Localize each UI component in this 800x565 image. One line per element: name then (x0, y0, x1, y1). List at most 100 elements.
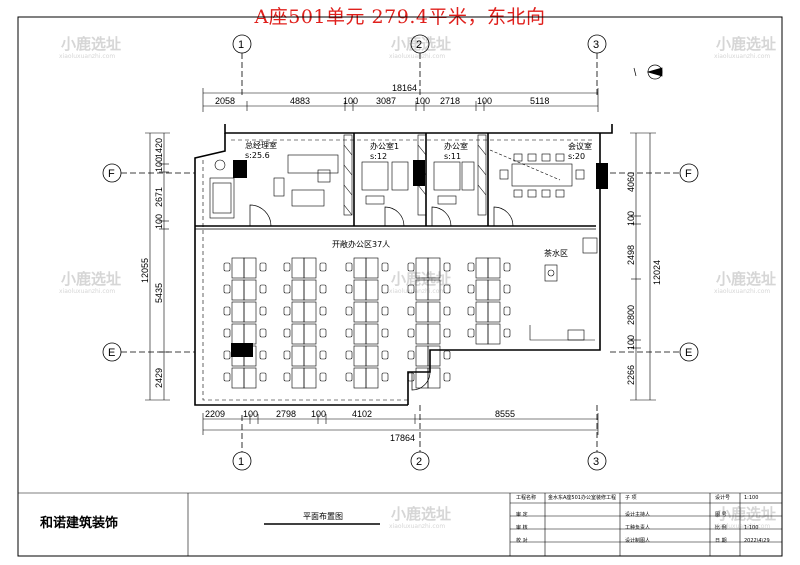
workstation-desk (365, 301, 379, 323)
office1-furniture (361, 161, 409, 205)
workstation-chair (503, 284, 511, 294)
workstation-desk (231, 279, 245, 301)
dim-top-seg: 100 (343, 96, 358, 106)
workstation-desk (353, 345, 367, 367)
workstation-chair (259, 306, 267, 316)
workstation-desk (243, 345, 257, 367)
structural-columns (231, 160, 608, 357)
room-name-office2: 办公室 (444, 141, 468, 151)
workstation-desk (303, 279, 317, 301)
workstation-chair (223, 284, 231, 294)
watermark-text: 小鹿选址 (391, 270, 451, 288)
title-block-cell: 1:100 (744, 525, 758, 531)
workstation-chair (381, 350, 389, 360)
axis-markers (102, 34, 699, 471)
workstation-desk (427, 367, 441, 389)
watermark-url: xiaoluxuanzhi.com (389, 523, 445, 530)
title-block-cell: 设计制图人 (625, 537, 650, 544)
title-block-cell: 设计号 (715, 494, 730, 501)
dim-top-seg: 3087 (376, 96, 396, 106)
workstation-desk (475, 301, 489, 323)
workstation-chair (259, 284, 267, 294)
workstation-desk (487, 257, 501, 279)
workstation-chair (407, 284, 415, 294)
workstation-desk (303, 301, 317, 323)
dim-left-total: 12055 (140, 258, 150, 283)
workstation-chair (381, 328, 389, 338)
workstation-desk (243, 323, 257, 345)
workstation-desk (303, 367, 317, 389)
workstation-chair (259, 372, 267, 382)
workstation-desk (353, 301, 367, 323)
dim-left-seg: 5435 (154, 283, 164, 303)
workstation-desk (415, 301, 429, 323)
workstation-desk (415, 323, 429, 345)
dim-top-seg: 100 (415, 96, 430, 106)
office2-furniture (433, 161, 475, 205)
workstation-chair (259, 328, 267, 338)
workstation-chair (503, 262, 511, 272)
workstation-chair (223, 262, 231, 272)
workstation-desk (427, 257, 441, 279)
workstation-chair (381, 306, 389, 316)
axis-label-2-top: 2 (416, 39, 422, 51)
workstation-desk (353, 279, 367, 301)
workstation-chair (283, 328, 291, 338)
axis-label-2-bottom: 2 (416, 456, 422, 468)
workstation-chair (467, 262, 475, 272)
workstation-chair (407, 262, 415, 272)
workstation-chair (259, 262, 267, 272)
watermark-url: xiaoluxuanzhi.com (714, 53, 770, 60)
workstation-chair (407, 328, 415, 338)
title-block-cell: 设计主持人 (625, 511, 650, 518)
axis-bubble-E-right (679, 342, 699, 362)
workstation-desk (365, 345, 379, 367)
workstation-desk (427, 301, 441, 323)
dimension-left (145, 132, 170, 401)
dim-right-seg: 4060 (626, 172, 636, 192)
building-walls (194, 124, 613, 406)
dim-top-seg: 2058 (215, 96, 235, 106)
workstation-chair (381, 262, 389, 272)
room-area-meeting: s:20 (568, 152, 585, 161)
workstation-desk (291, 367, 305, 389)
dim-bottom-seg: 100 (243, 409, 258, 419)
workstation-chair (345, 328, 353, 338)
tea-area-fixtures (529, 237, 598, 341)
workstation-desk (353, 257, 367, 279)
title-block-cell: 审 定 (516, 511, 528, 518)
workstation-chair (283, 350, 291, 360)
title-block-cell: 日 期 (715, 538, 727, 544)
workstation-chair (319, 262, 327, 272)
dashed-outline (202, 139, 592, 401)
workstation-desk (303, 323, 317, 345)
watermark-url: xiaoluxuanzhi.com (59, 288, 115, 295)
drawing-name: 平面布置图 (303, 511, 343, 521)
workstation-chair (407, 306, 415, 316)
axis-label-1-top: 1 (238, 39, 244, 51)
room-name-gm: 总经理室 (245, 140, 277, 150)
workstation-chair (443, 350, 451, 360)
title-block-cell: 工种负责人 (625, 524, 650, 531)
workstation-chair (223, 350, 231, 360)
workstation-desk (353, 323, 367, 345)
watermark-url: xiaoluxuanzhi.com (389, 53, 445, 60)
axis-label-F-left: F (108, 168, 115, 180)
workstation-desk (291, 279, 305, 301)
dim-right-seg: 2498 (626, 245, 636, 265)
workstation-chair (443, 262, 451, 272)
sheet-label: 子 项 (625, 494, 637, 501)
workstation-desk (243, 301, 257, 323)
company-name: 和诺建筑装饰 (40, 515, 118, 531)
workstation-chair (381, 284, 389, 294)
title-block-cell: 图 号 (715, 512, 727, 518)
axis-bubble-F-right (679, 163, 699, 183)
workstation-desk (487, 301, 501, 323)
workstation-chair (319, 284, 327, 294)
dim-right-seg: 2800 (626, 305, 636, 325)
workstation-chair (443, 372, 451, 382)
workstation-desk (303, 257, 317, 279)
axis-label-3-top: 3 (593, 39, 599, 51)
workstation-desk (415, 367, 429, 389)
